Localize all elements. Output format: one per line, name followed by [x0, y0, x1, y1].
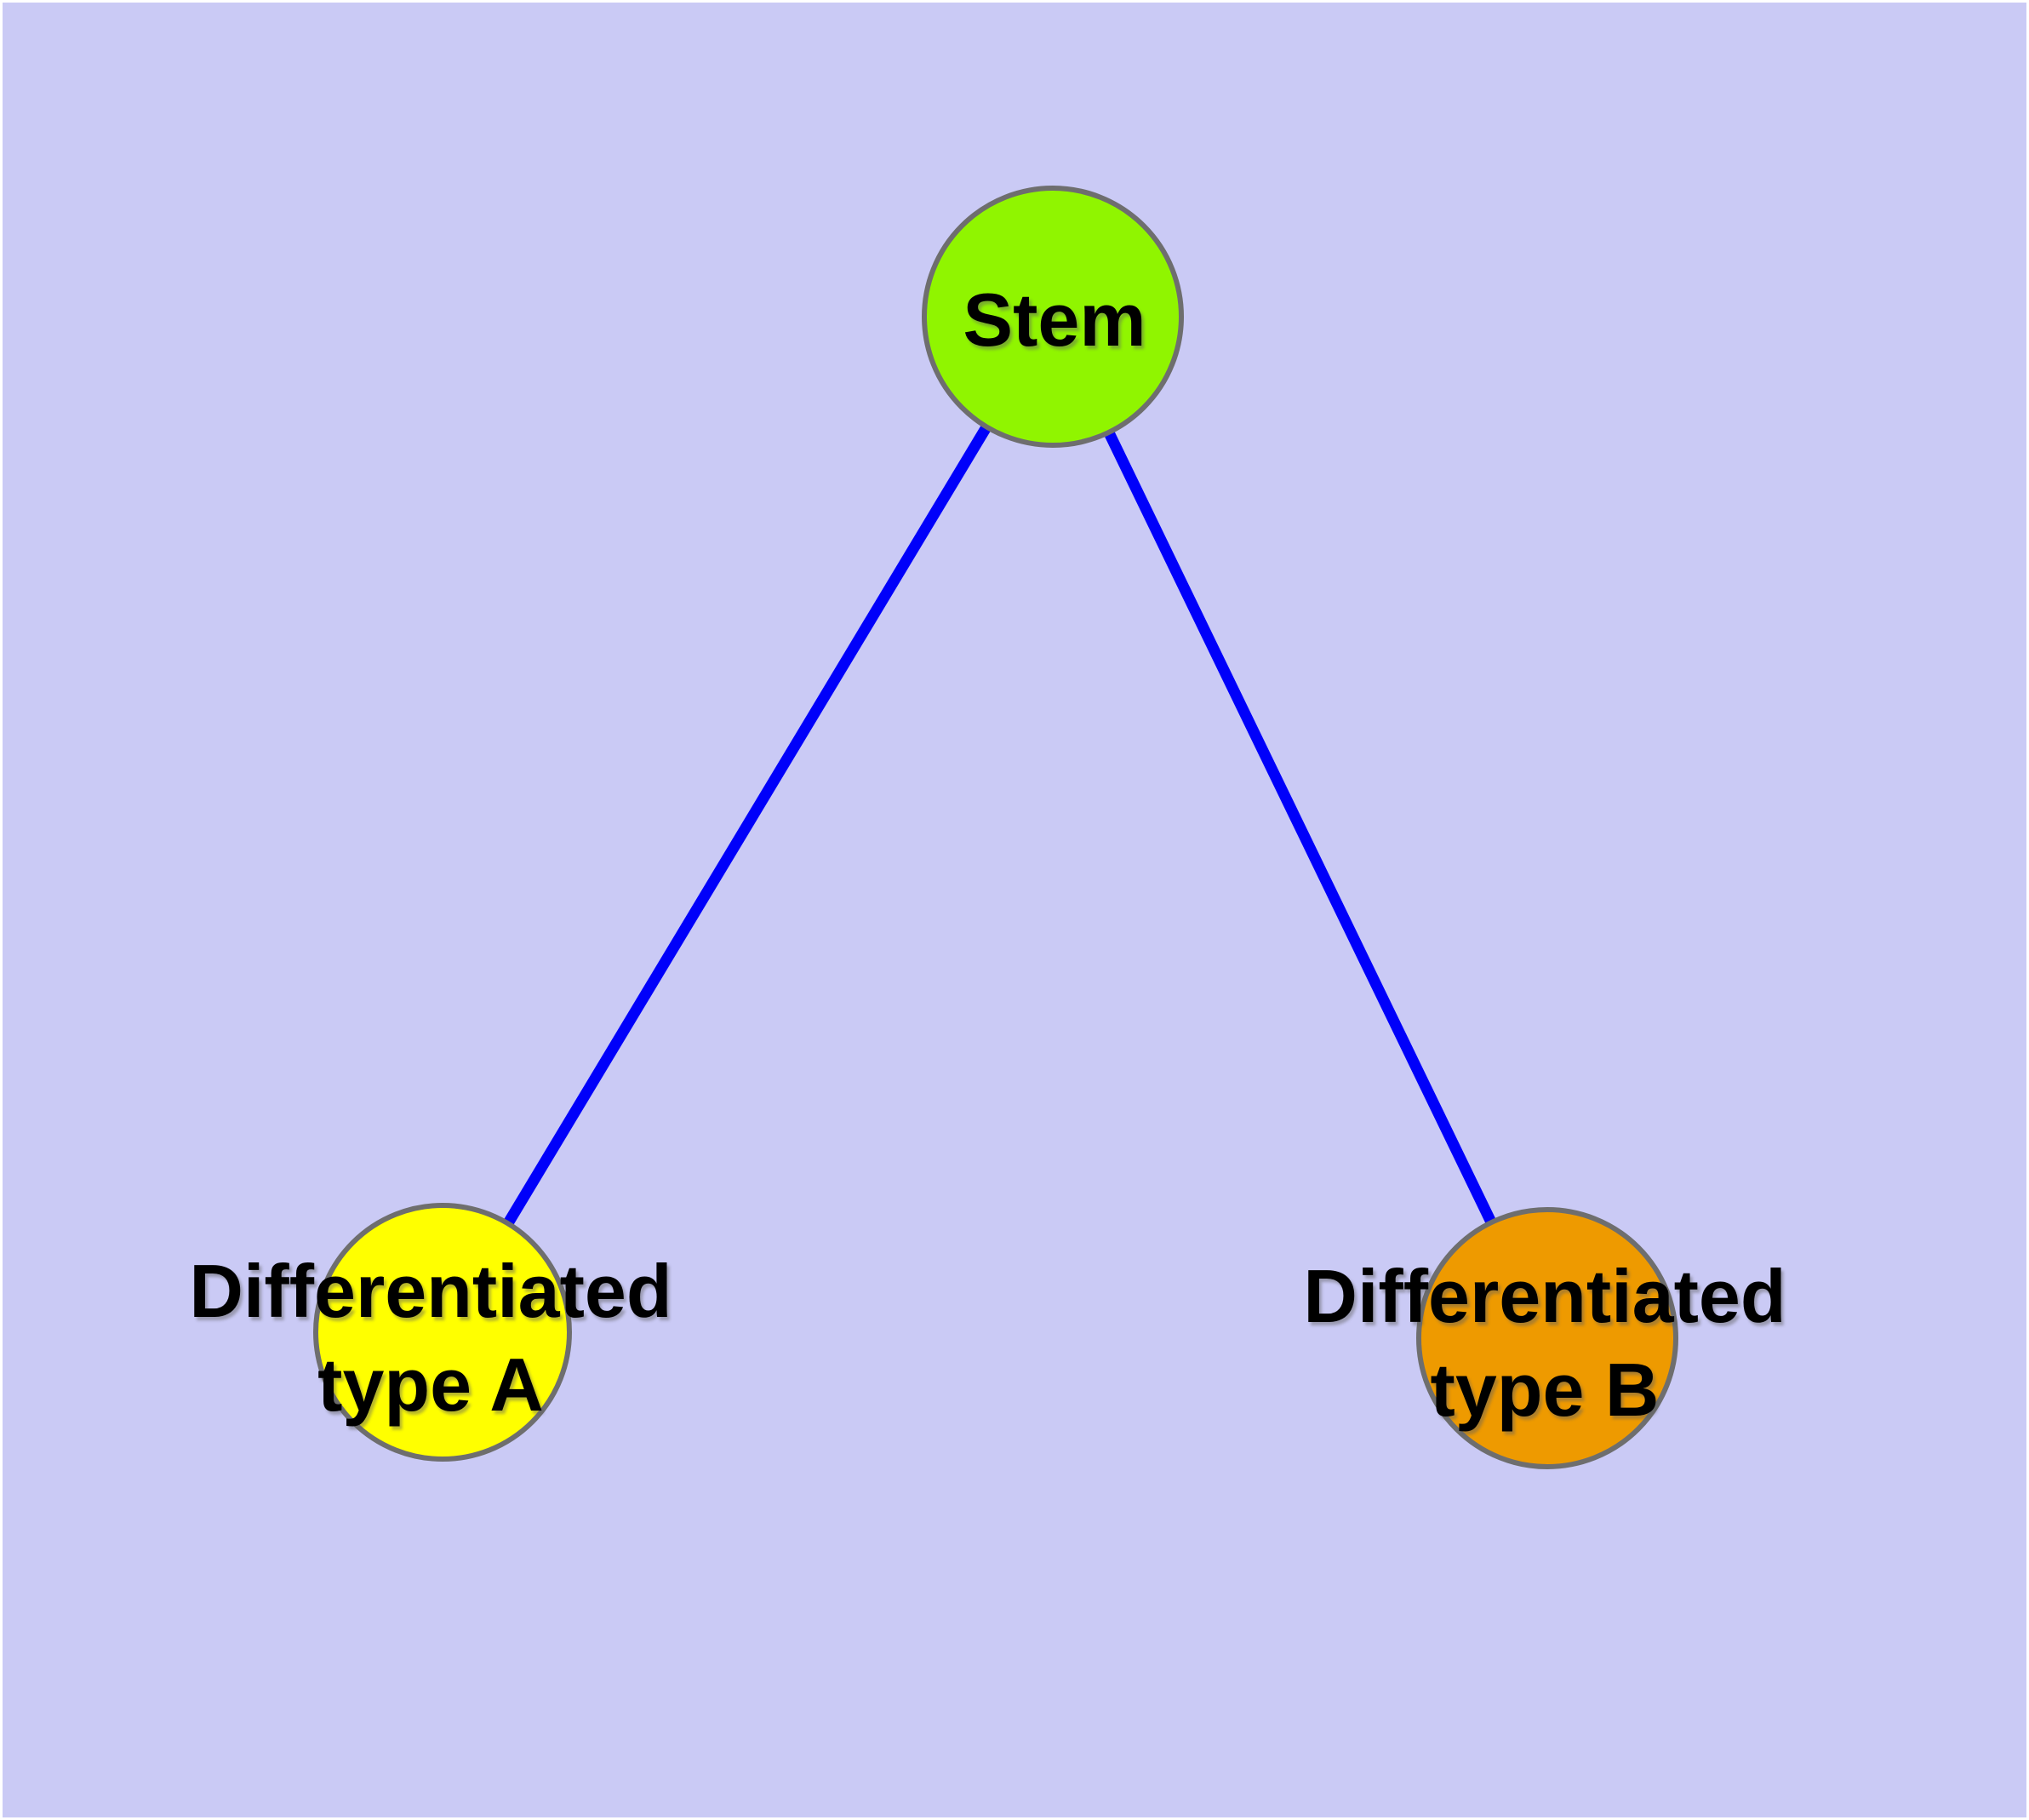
node-label-type-b-line1: Differentiated: [1303, 1254, 1786, 1338]
node-label-stem-text: Stem: [963, 278, 1146, 362]
node-label-type-a: Differentiated type A: [189, 1245, 672, 1432]
node-label-type-a-line1: Differentiated: [189, 1249, 672, 1333]
node-label-type-b: Differentiated type B: [1303, 1250, 1786, 1437]
node-type-b: [1416, 1207, 1678, 1469]
edge-stem-to-type-a: [437, 313, 1058, 1336]
node-type-a: [313, 1203, 572, 1462]
node-stem: [922, 186, 1184, 448]
edge-stem-to-type-b: [1048, 314, 1552, 1341]
node-label-type-a-line2: type A: [317, 1342, 544, 1427]
node-label-type-b-line2: type B: [1430, 1348, 1660, 1432]
node-label-stem: Stem: [963, 273, 1146, 367]
